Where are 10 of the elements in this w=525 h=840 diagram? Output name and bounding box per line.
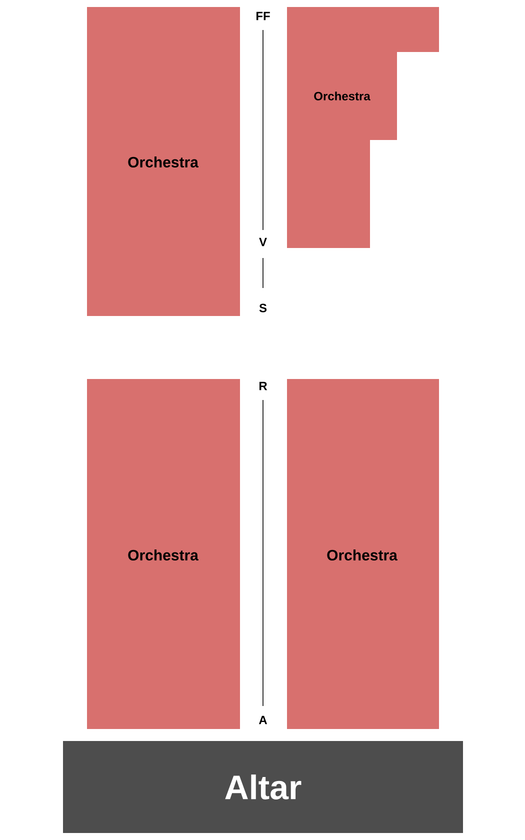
- row-label: V: [259, 238, 267, 246]
- row-label: R: [259, 382, 268, 390]
- seating-section: Orchestra: [87, 379, 240, 729]
- seating-section: Orchestra: [87, 7, 240, 316]
- row-label: S: [259, 304, 267, 312]
- seating-section: Orchestra: [287, 7, 439, 248]
- seating-section: Orchestra: [287, 379, 439, 729]
- row-label: FF: [256, 12, 270, 20]
- altar-block: Altar: [63, 741, 463, 833]
- row-label: A: [258, 716, 268, 724]
